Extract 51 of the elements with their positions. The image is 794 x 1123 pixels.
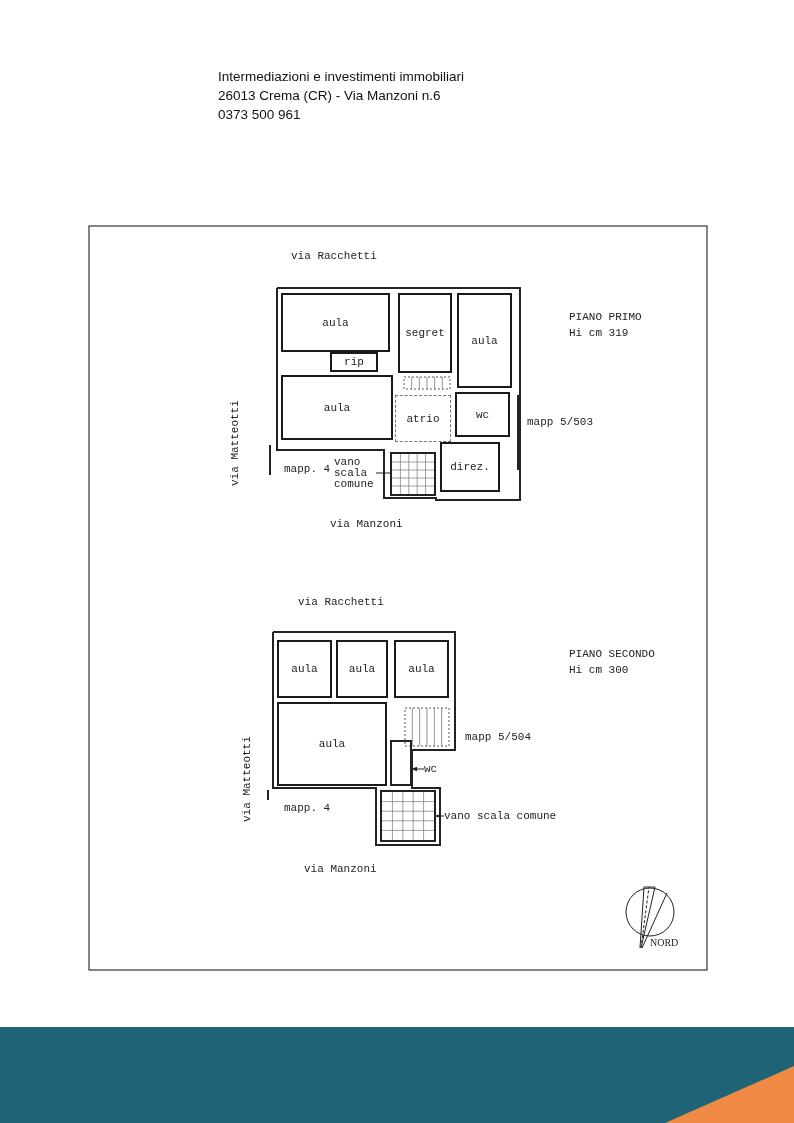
- room: [440, 442, 500, 492]
- room: [398, 293, 452, 373]
- room: [394, 640, 449, 698]
- parcel-number: mapp. 4: [284, 463, 331, 475]
- compass-label: NORD: [650, 937, 679, 948]
- room: [336, 640, 388, 698]
- address: 26013 Crema (CR) - Via Manzoni n.6: [218, 88, 441, 103]
- parcel-number: mapp 5/504: [465, 731, 531, 743]
- room: [277, 702, 387, 786]
- room-label: atrio: [406, 412, 440, 425]
- room: [457, 293, 512, 388]
- room: [455, 392, 510, 437]
- floor-title: PIANO SECONDO: [569, 648, 655, 660]
- room-label: wc: [424, 763, 438, 775]
- street-name: via Matteotti: [229, 400, 241, 486]
- phone-number: 0373 500 961: [218, 107, 301, 122]
- room-label: aula: [291, 663, 318, 675]
- staircase: [390, 452, 436, 496]
- parcel-number: mapp. 4: [284, 802, 331, 814]
- room-label: vano scala comune: [334, 456, 375, 490]
- room-label: aula: [348, 663, 376, 675]
- room: [281, 375, 393, 440]
- hall-area: [395, 395, 451, 442]
- room-label: rip: [344, 356, 364, 368]
- street-name: via Matteotti: [241, 736, 253, 822]
- leader-line: [375, 472, 391, 474]
- staircase: [380, 790, 436, 842]
- room-label: direz.: [450, 461, 490, 473]
- room-label: wc: [475, 408, 490, 421]
- room-label: aula: [318, 738, 346, 750]
- room-label: aula: [322, 316, 349, 329]
- room-label: vano scala comune: [444, 810, 557, 822]
- room: [277, 640, 332, 698]
- floor-title: PIANO PRIMO: [569, 311, 642, 323]
- room-label: aula: [471, 334, 498, 347]
- ceiling-height: Hi cm 300: [569, 664, 629, 676]
- room-label: aula: [408, 663, 435, 675]
- parcel-number: mapp 5/503: [527, 416, 593, 428]
- room-label: segret: [405, 327, 445, 339]
- street-name: via Manzoni: [330, 518, 403, 530]
- leader-line: [411, 766, 425, 772]
- room: [281, 293, 390, 352]
- room-label: aula: [323, 401, 351, 414]
- room: [330, 352, 378, 372]
- wc-room: [390, 740, 412, 786]
- leader-line: [435, 813, 445, 819]
- ceiling-height: Hi cm 319: [569, 327, 629, 339]
- company-activity: Intermediazioni e investimenti immobiliari: [218, 69, 465, 84]
- street-name: via Manzoni: [304, 863, 377, 875]
- street-name: via Racchetti: [291, 250, 377, 262]
- street-name: via Racchetti: [298, 596, 384, 608]
